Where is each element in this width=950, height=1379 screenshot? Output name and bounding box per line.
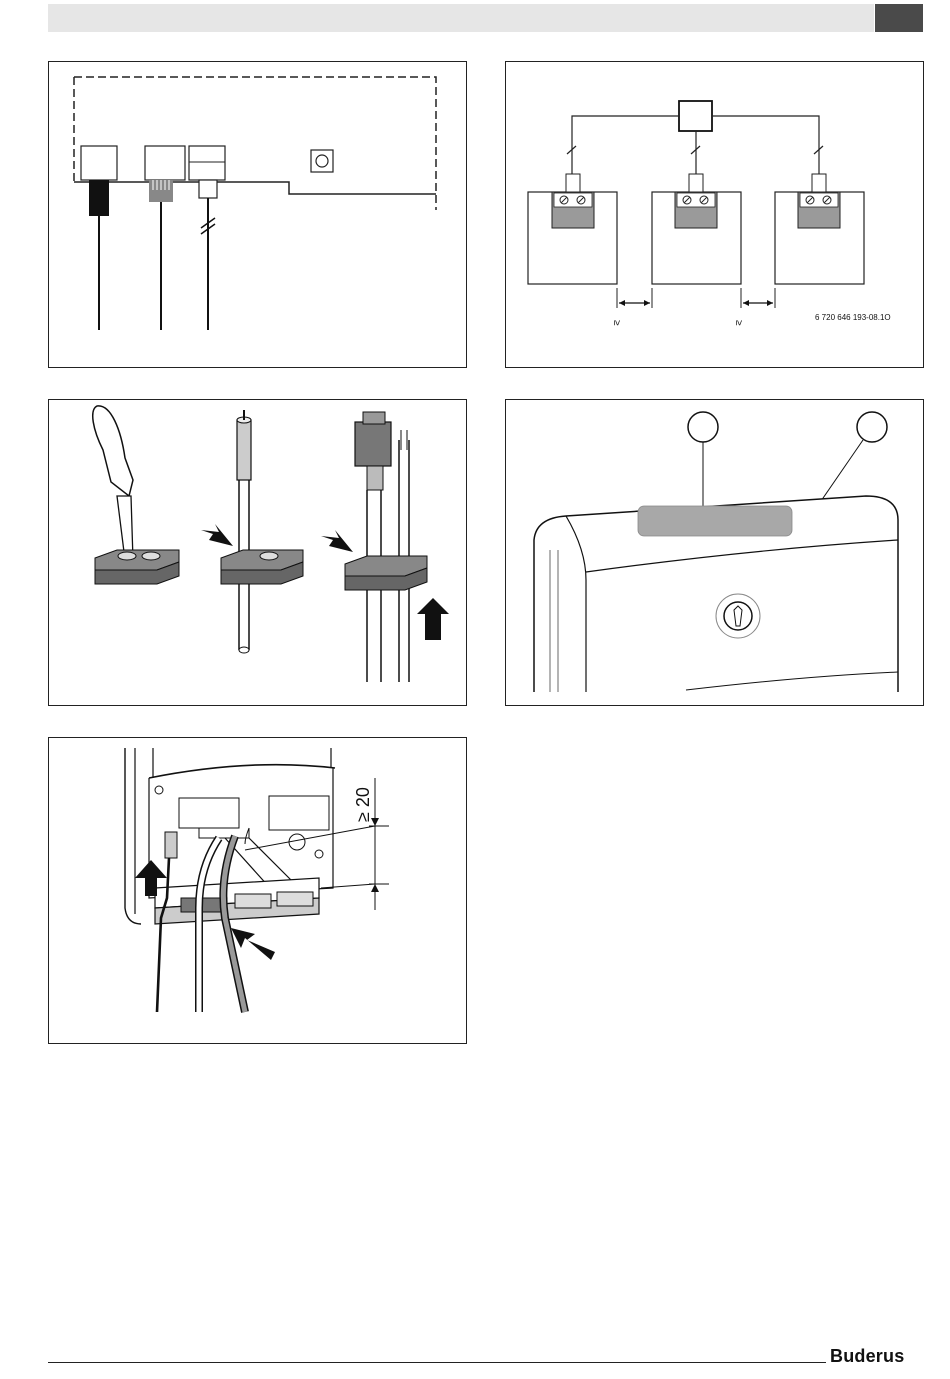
- footer-rule: [48, 1362, 826, 1363]
- terminal-socket: [189, 146, 225, 180]
- spacing-symbol-left: ≥: [611, 320, 622, 326]
- clearance-label: ≥ 20: [353, 787, 373, 822]
- device-unit-2: [652, 174, 741, 284]
- rj-socket: [145, 146, 185, 180]
- spacing-symbol-right: ≥: [733, 320, 744, 326]
- figure-wiring-diagram: ≥ ≥ 6 720 646 193-08.1O: [505, 61, 924, 368]
- figure-pcb-connectors: [48, 61, 467, 368]
- chapter-tab: [875, 4, 923, 32]
- wiring-diagram-drawing: ≥ ≥ 6 720 646 193-08.1O: [506, 62, 923, 367]
- insert-arrow-icon-2: [321, 530, 353, 552]
- dc-plug-icon: [165, 832, 177, 858]
- push-up-arrow-icon: [417, 598, 449, 640]
- dc-jack-socket: [81, 146, 117, 180]
- dc-plug-cable-icon: [237, 420, 251, 480]
- insert-arrow-icon: [231, 928, 275, 960]
- device-housing-drawing: [506, 400, 923, 705]
- grommet-strip: [155, 878, 319, 924]
- device-unit-1: [528, 174, 617, 284]
- figure-cable-routing: ≥ 20: [48, 737, 467, 1044]
- page-header-bar: [48, 4, 874, 32]
- figure-code: 6 720 646 193-08.1O: [815, 313, 891, 322]
- dc-plug-icon: [89, 180, 109, 216]
- callout-2: [857, 412, 887, 442]
- label-plate: [638, 506, 792, 536]
- grommet-3: [345, 556, 427, 590]
- pcb-connectors-drawing: [49, 62, 466, 367]
- grommet-1: [95, 550, 179, 584]
- cable-routing-drawing: ≥ 20: [49, 738, 466, 1043]
- reset-button-icon: [316, 155, 328, 167]
- figure-cable-grommet-steps: [48, 399, 467, 706]
- brand-logo: Buderus: [830, 1345, 922, 1367]
- grommet-2: [221, 550, 303, 584]
- callout-1: [688, 412, 718, 442]
- grommet-steps-drawing: [49, 400, 466, 705]
- screwdriver-icon: [93, 406, 133, 496]
- device-unit-3: [775, 174, 864, 284]
- insert-arrow-icon: [201, 524, 233, 546]
- figure-device-housing: [505, 399, 924, 706]
- central-unit-box: [679, 101, 712, 131]
- rj-plug-icon: [355, 422, 391, 466]
